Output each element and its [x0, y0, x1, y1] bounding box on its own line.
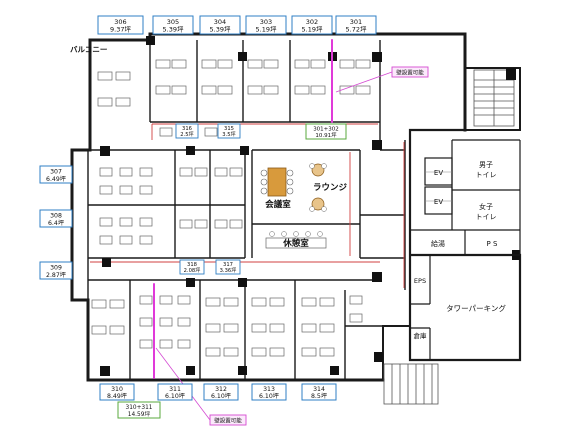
eps-label: EPS	[414, 277, 426, 285]
room-number: 318	[187, 262, 197, 268]
partition-note-text: 壁設置可能	[396, 69, 424, 77]
ev-label-2: EV	[434, 198, 443, 206]
room-label-310-311: 310+311 14.59坪	[117, 401, 161, 419]
room-area: 3.5坪	[222, 130, 235, 138]
room-number: 302	[306, 18, 318, 26]
room-number: 309	[50, 265, 62, 272]
room-area: 6.10坪	[259, 392, 279, 400]
room-number: 310	[111, 386, 123, 393]
room-number: 312	[215, 386, 227, 393]
room-number: 314	[313, 386, 325, 393]
kitchenette-label: 給湯	[431, 239, 445, 248]
mens-toilet-label-1: 男子	[479, 161, 493, 169]
room-label-316: 316 2.5坪	[175, 123, 199, 139]
room-area: 6.4坪	[48, 219, 64, 227]
room-number: 315	[224, 126, 234, 132]
room-area: 8.5坪	[311, 392, 327, 400]
lounge-furniture	[265, 163, 327, 249]
room-label-301-302: 301+302 10.91坪	[305, 123, 347, 140]
room-number: 301	[350, 18, 362, 26]
room-label-303: 303 5.19坪	[245, 15, 287, 35]
room-area: 2.5坪	[180, 130, 193, 138]
meeting-room	[260, 167, 294, 197]
room-label-317: 317 3.36坪	[215, 259, 241, 275]
meeting-room-label: 会議室	[264, 199, 291, 210]
mens-toilet-label-2: トイレ	[476, 171, 497, 179]
room-area: 5.39坪	[210, 26, 231, 34]
room-area: 2.87坪	[46, 271, 66, 279]
room-area: 10.91坪	[315, 131, 337, 139]
room-number: 305	[167, 18, 179, 26]
furniture-bottom	[91, 295, 363, 357]
room-label-313: 313 6.10坪	[251, 383, 287, 401]
room-label-306: 306 9.37坪	[97, 15, 144, 35]
womens-toilet-label-2: トイレ	[476, 213, 497, 221]
partition-lines	[153, 39, 333, 379]
womens-toilet-label-1: 女子	[479, 202, 493, 211]
room-label-314: 314 8.5坪	[301, 383, 337, 401]
partition-note-top: 壁設置可能	[391, 66, 429, 78]
room-area: 8.49坪	[107, 392, 127, 400]
pipe-space-label: P S	[487, 240, 498, 248]
rest-room-label: 休憩室	[282, 238, 309, 249]
room-area: 5.19坪	[256, 26, 277, 34]
furniture-top	[97, 59, 371, 137]
tower-parking-label: タワーパーキング	[446, 303, 506, 313]
room-number: 304	[214, 18, 226, 26]
room-label-301: 301 5.72坪	[335, 15, 377, 35]
columns	[100, 36, 520, 376]
room-number: 311	[169, 386, 181, 393]
furniture-left	[99, 167, 243, 245]
room-label-309: 309 2.87坪	[39, 261, 73, 280]
room-number: 306	[114, 18, 126, 26]
room-area: 5.19坪	[302, 26, 323, 34]
room-label-307: 307 6.49坪	[39, 165, 73, 184]
room-number: 310+311	[126, 405, 153, 411]
partition-note-bottom: 壁設置可能	[209, 414, 247, 426]
stairs-bottom	[383, 363, 439, 405]
lounge-label: ラウンジ	[313, 183, 348, 193]
room-number: 307	[50, 169, 62, 176]
room-area: 6.10坪	[211, 392, 231, 400]
room-label-310: 310 8.49坪	[99, 383, 135, 401]
room-area: 9.37坪	[110, 26, 131, 34]
room-label-302: 302 5.19坪	[291, 15, 333, 35]
room-label-305: 305 5.39坪	[152, 15, 194, 35]
storage-label: 倉庫	[414, 331, 428, 340]
room-area: 6.49坪	[46, 175, 66, 183]
room-label-308: 308 6.4坪	[39, 209, 73, 228]
room-label-315: 315 3.5坪	[217, 123, 241, 139]
room-area: 6.10坪	[165, 392, 185, 400]
room-number: 317	[223, 262, 233, 268]
room-label-312: 312 6.10坪	[203, 383, 239, 401]
partition-note-text: 壁設置可能	[214, 417, 242, 425]
room-number: 308	[50, 213, 62, 220]
room-number: 301+302	[313, 127, 339, 133]
room-label-318: 318 2.08坪	[179, 259, 205, 275]
balcony-label: バルコニー	[70, 45, 107, 54]
room-number: 303	[260, 18, 272, 26]
room-number: 316	[182, 126, 192, 132]
core-rooms	[410, 139, 521, 360]
room-area: 5.72坪	[346, 26, 367, 34]
room-area: 5.39坪	[163, 26, 184, 34]
room-label-304: 304 5.39坪	[199, 15, 241, 35]
room-area: 14.59坪	[128, 410, 151, 418]
ev-label-1: EV	[434, 169, 443, 177]
room-area: 2.08坪	[184, 266, 201, 274]
room-area: 3.36坪	[220, 266, 237, 274]
room-label-311: 311 6.10坪	[157, 383, 193, 401]
room-number: 313	[263, 386, 275, 393]
